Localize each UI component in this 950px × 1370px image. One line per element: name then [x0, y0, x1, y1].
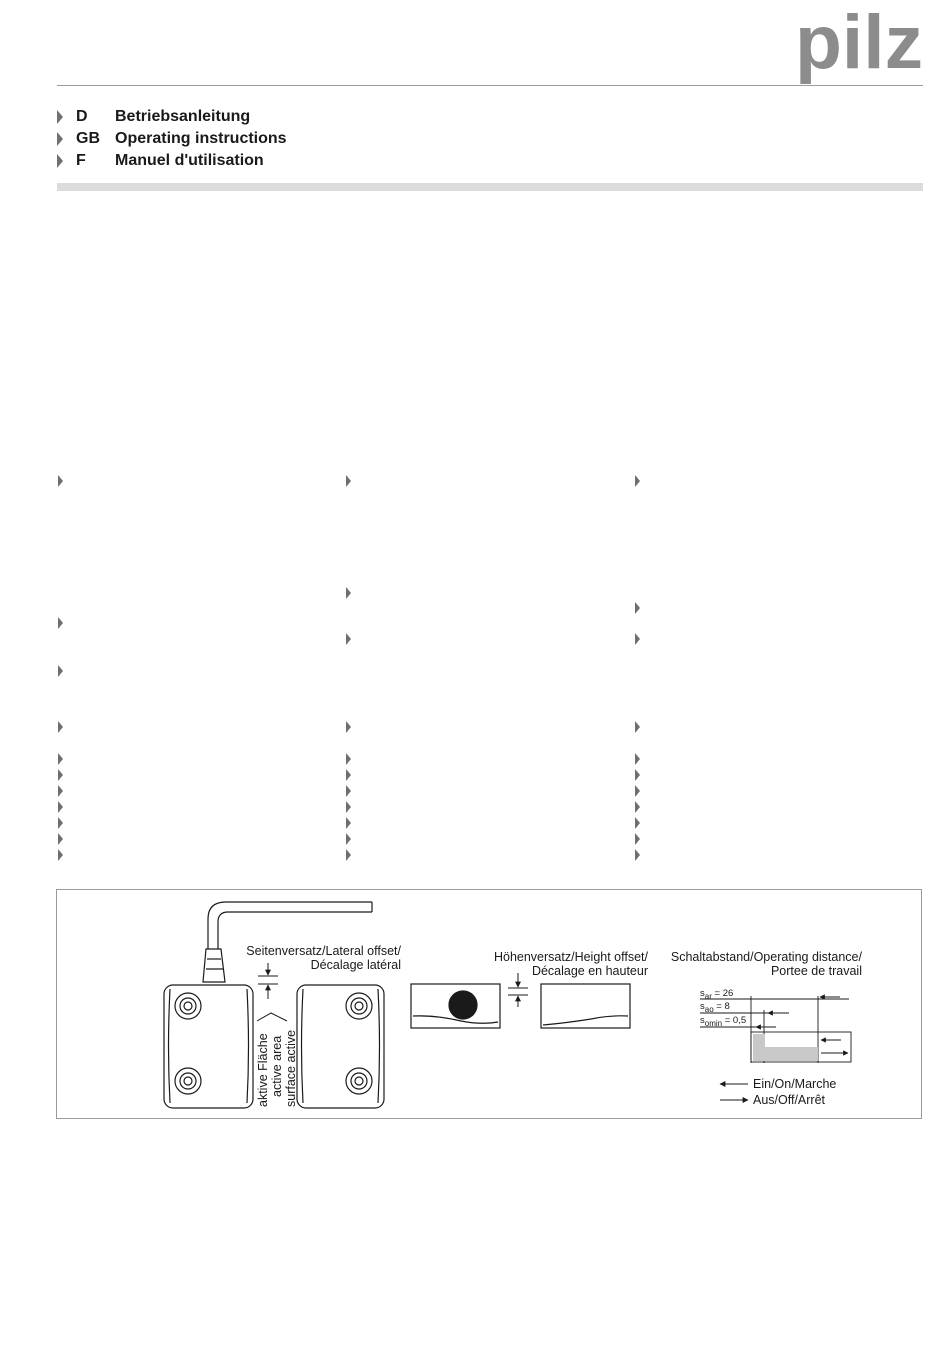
arrow-right-icon	[57, 110, 63, 124]
bullet-arrow-icon	[58, 721, 63, 733]
lateral-offset-dimension	[256, 963, 288, 1022]
bullet-arrow-icon	[635, 475, 640, 487]
lateral-offset-label: Seitenversatz/Lateral offset/	[246, 944, 401, 958]
language-code: GB	[76, 130, 100, 147]
bullet-arrow-icon	[346, 817, 351, 829]
bullet-arrow-icon	[346, 849, 351, 861]
operating-distance-label: Portee de travail	[771, 964, 862, 978]
active-area-label: surface active	[284, 1030, 298, 1107]
bullet-arrow-icon	[635, 817, 640, 829]
header-divider	[57, 85, 923, 86]
bullet-arrow-icon	[635, 602, 640, 614]
bullet-arrow-icon	[346, 753, 351, 765]
bullet-arrow-icon	[346, 833, 351, 845]
operating-distance-label: Schaltabstand/Operating distance/	[671, 950, 863, 964]
bullet-arrow-icon	[58, 475, 63, 487]
bullet-arrow-icon	[346, 801, 351, 813]
bullet-arrow-icon	[58, 817, 63, 829]
bullet-arrow-icon	[58, 801, 63, 813]
height-offset-label: Höhenversatz/Height offset/	[494, 950, 649, 964]
logo-text: pilz	[795, 8, 923, 85]
s-ao-label: sao = 8	[700, 1001, 730, 1014]
legend-on: Ein/On/Marche	[719, 1077, 836, 1091]
bullet-arrow-icon	[346, 633, 351, 645]
active-area-label: aktive Fläche	[256, 1033, 270, 1107]
language-code: D	[76, 108, 88, 125]
sensor-diagram: Seitenversatz/Lateral offset/ Décalage l…	[163, 901, 863, 1109]
language-title: Operating instructions	[115, 130, 287, 147]
height-offset-dimension	[508, 973, 528, 1007]
diagram-frame	[56, 889, 922, 1119]
bullet-arrow-icon	[635, 833, 640, 845]
height-offset-label: Décalage en hauteur	[532, 964, 648, 978]
svg-text:sar = 26: sar = 26	[700, 988, 733, 1001]
operating-distance-chart	[700, 994, 852, 1063]
bullet-arrow-icon	[635, 633, 640, 645]
active-area-label: active area	[270, 1036, 284, 1097]
legend-on-label: Ein/On/Marche	[753, 1077, 836, 1091]
bullet-arrow-icon	[635, 769, 640, 781]
actuator-body	[296, 984, 385, 1109]
s-omin-label: somin = 0,5	[700, 1015, 746, 1028]
bullet-arrow-icon	[346, 785, 351, 797]
bullet-arrow-icon	[635, 753, 640, 765]
bullet-arrow-icon	[58, 769, 63, 781]
language-title: Manuel d'utilisation	[115, 152, 264, 169]
legend-off-label: Aus/Off/Arrêt	[753, 1093, 826, 1107]
arrow-right-icon	[57, 132, 63, 146]
bullet-arrow-icon	[58, 785, 63, 797]
height-offset-sensor-view	[410, 983, 501, 1029]
bullet-arrow-icon	[58, 665, 63, 677]
section-divider-bar	[57, 183, 923, 191]
bullet-arrow-icon	[635, 801, 640, 813]
arrow-right-icon	[57, 154, 63, 168]
height-offset-actuator-view	[540, 983, 631, 1029]
sensor-body	[163, 984, 254, 1109]
legend-off: Aus/Off/Arrêt	[720, 1093, 826, 1107]
sensor-cable	[202, 901, 373, 983]
bullet-arrow-icon	[346, 475, 351, 487]
language-code: F	[76, 152, 86, 169]
lateral-offset-label: Décalage latéral	[311, 958, 401, 972]
bullet-arrow-icon	[58, 617, 63, 629]
bullet-arrow-icon	[346, 769, 351, 781]
bullet-arrow-icon	[346, 587, 351, 599]
bullet-arrow-icon	[346, 721, 351, 733]
s-ar-label: sar = 26	[700, 988, 733, 1001]
bullet-arrow-icon	[58, 833, 63, 845]
bullet-arrow-icon	[635, 785, 640, 797]
bullet-arrow-icon	[635, 849, 640, 861]
svg-text:somin = 0,5: somin = 0,5	[700, 1015, 746, 1028]
bullet-arrow-icon	[58, 753, 63, 765]
bullet-arrow-icon	[635, 721, 640, 733]
language-title: Betriebsanleitung	[115, 108, 251, 125]
pilz-logo: pilz	[795, 8, 923, 85]
svg-text:sao = 8: sao = 8	[700, 1001, 730, 1014]
bullet-arrow-icon	[58, 849, 63, 861]
